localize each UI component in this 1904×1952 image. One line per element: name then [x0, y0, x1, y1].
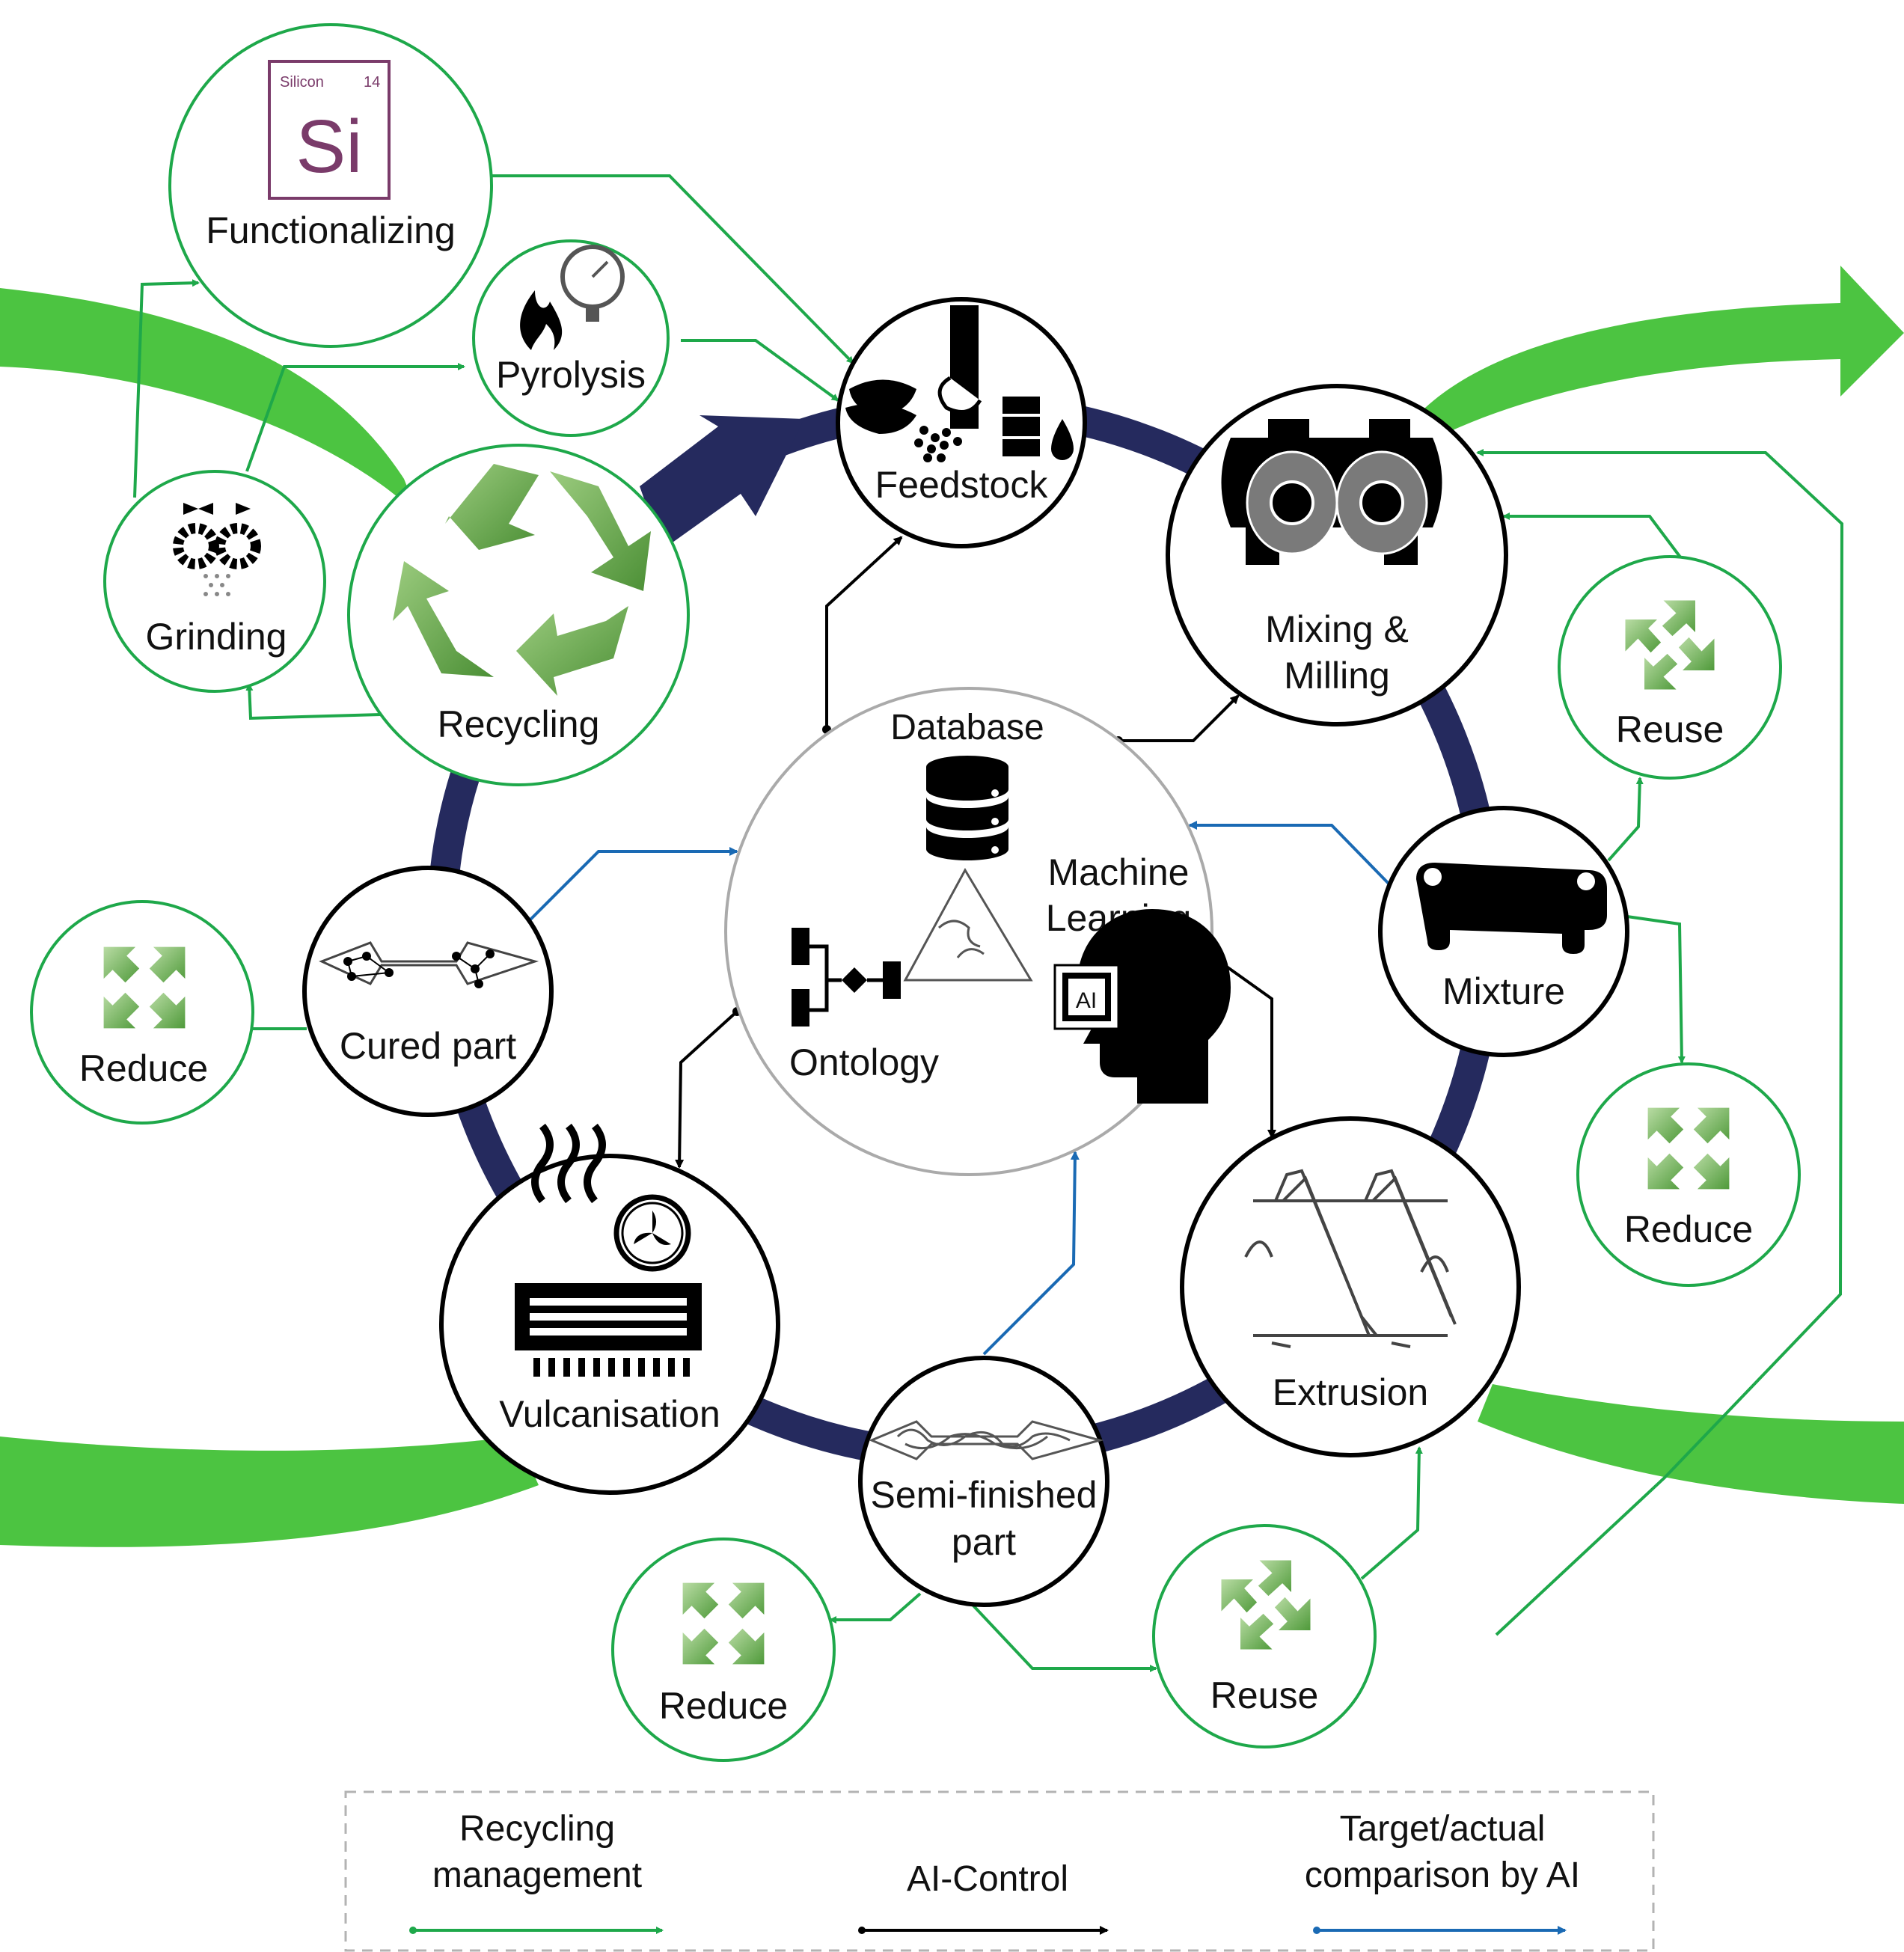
grinding-node: Grinding	[103, 470, 326, 693]
element-name: Silicon	[280, 74, 324, 91]
silicon-element-icon: Silicon 14 Si	[268, 60, 391, 200]
outflow-arrow-top-right	[1414, 266, 1904, 449]
cured-part-node: Cured part	[302, 866, 554, 1117]
mixture-label: Mixture	[1442, 970, 1565, 1012]
element-symbol: Si	[296, 105, 363, 189]
mixture-node: Mixture	[1378, 806, 1629, 1057]
mixer-rotors-icon	[1221, 419, 1442, 565]
crosslinked-part-icon	[319, 941, 539, 988]
ai-head-icon: AI	[1053, 909, 1231, 1104]
semi-finished-label-line1: Semi-finished	[871, 1474, 1098, 1516]
reduce-right-label: Reduce	[1624, 1208, 1753, 1250]
feedstock-node: Feedstock	[836, 297, 1087, 548]
ontology-tree-icon	[792, 928, 901, 1027]
legend-recycling-line2: management	[432, 1855, 642, 1895]
ai-control-links	[675, 536, 1276, 1169]
legend-target-line1: Target/actual	[1340, 1809, 1546, 1849]
semi-finished-label-line2: part	[952, 1521, 1016, 1563]
mixing-label-line2: Milling	[1284, 655, 1390, 697]
target-actual-links	[526, 821, 1393, 1356]
reuse-bottom-node: Reuse	[1152, 1524, 1377, 1748]
feedstock-icon	[845, 305, 1074, 462]
element-number: 14	[364, 74, 380, 91]
recycling-label: Recycling	[438, 703, 600, 745]
cured-part-label: Cured part	[340, 1025, 516, 1067]
gears-icon	[173, 503, 261, 596]
screw-extruder-icon	[1244, 1169, 1457, 1348]
legend-item-ai-control: AI-Control	[858, 1859, 1109, 1935]
heater-fan-icon	[515, 1123, 702, 1377]
grinding-label: Grinding	[146, 616, 287, 658]
legend-item-target-actual: Target/actual comparison by AI	[1305, 1809, 1580, 1935]
vulcanisation-node: Vulcanisation	[439, 1123, 780, 1495]
reuse-right-label: Reuse	[1616, 709, 1724, 750]
legend-ai-control-line1: AI-Control	[907, 1859, 1068, 1899]
reduce-bottom-node: Reduce	[611, 1538, 836, 1762]
recycling-node: Recycling	[347, 444, 690, 786]
reduce-bottom-label: Reduce	[659, 1685, 788, 1727]
cycle-direction-arrow	[640, 415, 804, 550]
reduce-left-label: Reduce	[79, 1047, 208, 1089]
pyrolysis-label: Pyrolysis	[496, 354, 646, 396]
reduce-right-node: Reduce	[1576, 1062, 1801, 1287]
polymer-part-icon	[869, 1420, 1104, 1460]
inflow-band-bottom-left	[0, 1437, 539, 1547]
mixing-milling-node: Mixing & Milling	[1166, 384, 1508, 726]
puzzle-triangle-icon	[903, 867, 1033, 982]
vulcanisation-label: Vulcanisation	[499, 1393, 720, 1435]
legend-recycling-line1: Recycling	[459, 1809, 615, 1849]
pyrolysis-node: Pyrolysis	[472, 239, 670, 437]
central-knowledge-node: Database Machine Learning Ontology	[724, 687, 1231, 1176]
legend-item-recycling: Recycling management	[409, 1809, 664, 1934]
flame-gauge-icon	[520, 245, 625, 350]
database-label: Database	[890, 708, 1044, 747]
outflow-band-right	[1478, 1384, 1904, 1504]
database-icon	[926, 756, 1008, 860]
feedstock-label: Feedstock	[875, 464, 1049, 506]
inflow-arrow-left	[0, 288, 419, 516]
legend-target-line2: comparison by AI	[1305, 1855, 1580, 1895]
machine-learning-label-line1: Machine	[1048, 851, 1190, 893]
extrusion-node: Extrusion	[1180, 1116, 1521, 1457]
mixing-label-line1: Mixing &	[1265, 608, 1409, 650]
recycle-icon	[393, 464, 651, 696]
reuse-bottom-label: Reuse	[1210, 1674, 1319, 1716]
semi-finished-part-node: Semi-finished part	[858, 1356, 1109, 1607]
legend: Recycling management AI-Control Target/a…	[344, 1790, 1655, 1952]
functionalizing-node: Silicon 14 Si Functionalizing	[168, 23, 493, 348]
recycling-management-links	[133, 174, 1844, 1672]
reduce-left-node: Reduce	[30, 900, 254, 1125]
extrusion-label: Extrusion	[1273, 1371, 1428, 1413]
ontology-label: Ontology	[789, 1041, 939, 1083]
functionalizing-label: Functionalizing	[206, 209, 456, 251]
scroll-sheet-icon	[1416, 863, 1607, 954]
reuse-right-node: Reuse	[1558, 555, 1782, 780]
ai-chip-label: AI	[1076, 988, 1097, 1013]
